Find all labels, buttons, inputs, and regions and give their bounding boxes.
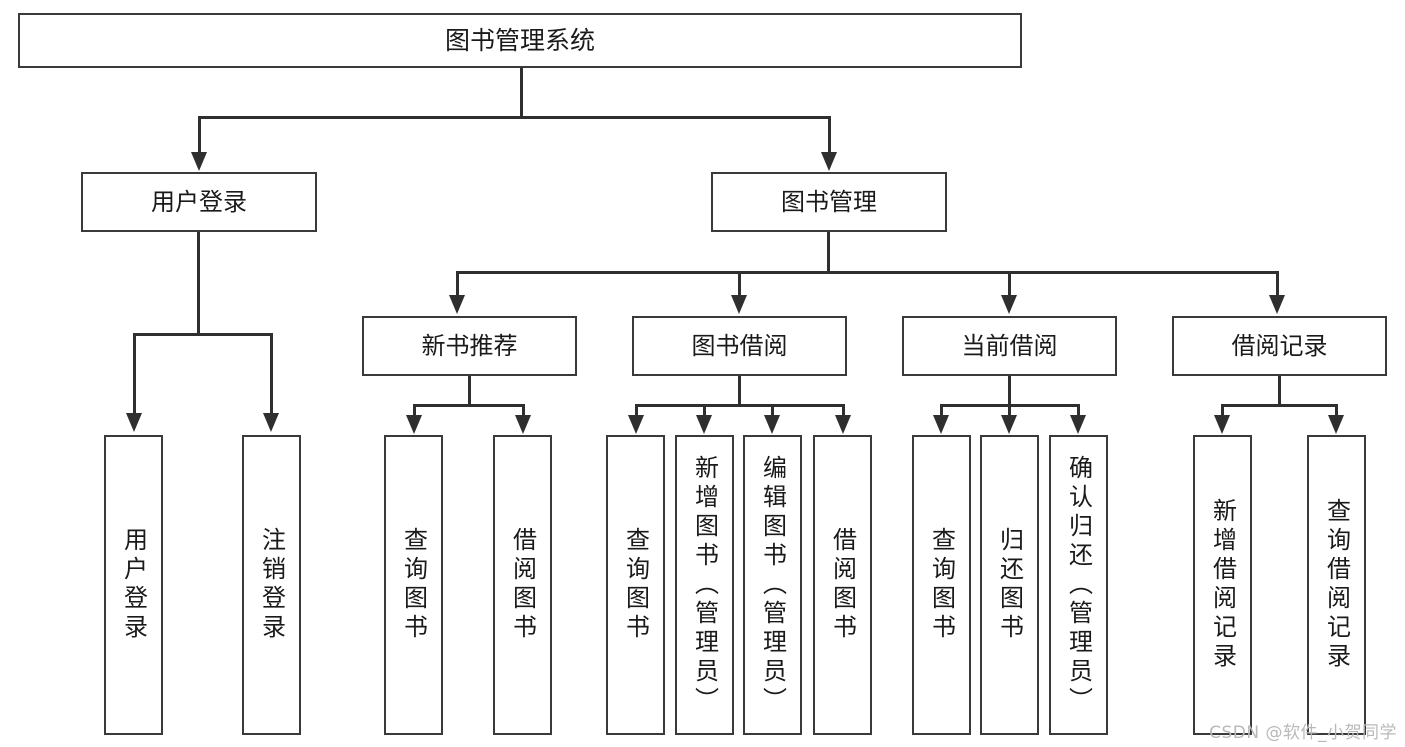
connector-new-book-leaf-2 [522,404,525,418]
arrowhead-book-borrow-leaf-3 [764,415,780,434]
connector-bm-to-new-book [456,271,459,297]
node-label: 图书管理 [781,188,877,216]
arrowhead-bm-book-borrow [731,295,747,314]
node-current-borrow[interactable]: 当前借阅 [902,316,1117,376]
leaf-label: 注销登录 [257,527,286,643]
arrowhead-bm-new-book [449,295,465,314]
leaf-label: 查询图书 [621,527,650,643]
connector-root-bus [199,116,831,119]
connector-root-to-book-management [828,116,831,154]
arrowhead-new-book-leaf-1 [406,415,422,434]
connector-book-management-bus [457,271,1279,274]
connector-bm-to-current-borrow [1008,271,1011,297]
node-book-borrow[interactable]: 图书借阅 [632,316,847,376]
node-label: 当前借阅 [961,332,1058,360]
leaf-label: 编辑图书（管理员） [758,454,787,716]
connector-bm-to-book-borrow [738,271,741,297]
connector-new-book-leaf-1 [413,404,416,418]
connector-borrow-record-leaf-2 [1335,404,1338,418]
leaf-label: 查询图书 [927,527,956,643]
arrowhead-book-borrow-leaf-2 [696,415,712,434]
node-label: 用户登录 [151,188,247,216]
node-label: 图书管理系统 [444,26,595,55]
leaf-current-borrow-confirm-return[interactable]: 确认归还（管理员） [1049,435,1108,735]
leaf-label: 借阅图书 [828,527,857,643]
connector-current-borrow-leaf-3 [1077,404,1080,418]
connector-bm-to-borrow-record [1276,271,1279,297]
arrowhead-current-borrow-leaf-3 [1070,415,1086,434]
leaf-label: 新增借阅记录 [1208,498,1237,672]
csdn-watermark: CSDN @软件_小贺同学 [1209,723,1397,743]
connector-user-login-to-leaf-2 [270,333,273,415]
arrowhead-root-to-user-login [191,152,207,171]
connector-current-borrow-leaf-1 [940,404,943,418]
connector-current-borrow-leaf-2 [1008,404,1011,418]
node-label: 图书借阅 [691,332,788,360]
leaf-borrow-record-query-record[interactable]: 查询借阅记录 [1307,435,1366,735]
arrowhead-bm-current-borrow [1001,295,1017,314]
connector-new-book-stem [468,376,471,406]
node-label: 借阅记录 [1231,332,1328,360]
connector-book-borrow-stem [738,376,741,406]
leaf-book-borrow-edit-book[interactable]: 编辑图书（管理员） [743,435,802,735]
connector-user-login-bus [134,333,273,336]
connector-user-login-stem [197,232,200,336]
node-book-management[interactable]: 图书管理 [711,172,947,232]
leaf-label: 用户登录 [119,527,148,643]
leaf-user-login-login[interactable]: 用户登录 [104,435,163,735]
connector-borrow-record-stem [1278,376,1281,406]
arrowhead-current-borrow-leaf-2 [1001,415,1017,434]
leaf-label: 借阅图书 [508,527,537,643]
arrowhead-borrow-record-leaf-2 [1328,415,1344,434]
leaf-borrow-record-add-record[interactable]: 新增借阅记录 [1193,435,1252,735]
connector-borrow-record-bus [1222,404,1338,407]
arrowhead-new-book-leaf-2 [515,415,531,434]
leaf-label: 查询图书 [399,527,428,643]
connector-root-stem [520,68,523,119]
connector-book-borrow-leaf-1 [635,404,638,418]
leaf-new-book-query-book[interactable]: 查询图书 [384,435,443,735]
leaf-current-borrow-return-book[interactable]: 归还图书 [980,435,1039,735]
leaf-book-borrow-add-book[interactable]: 新增图书（管理员） [675,435,734,735]
arrowhead-root-to-book-management [821,152,837,171]
connector-book-borrow-leaf-4 [842,404,845,418]
connector-book-borrow-leaf-2 [703,404,706,418]
leaf-label: 确认归还（管理员） [1064,454,1093,716]
node-root-book-management-system[interactable]: 图书管理系统 [18,13,1022,68]
connector-book-borrow-bus [636,404,845,407]
leaf-new-book-borrow-book[interactable]: 借阅图书 [493,435,552,735]
arrowhead-book-borrow-leaf-4 [835,415,851,434]
arrowhead-user-login-leaf-2 [263,413,279,432]
leaf-book-borrow-query-book[interactable]: 查询图书 [606,435,665,735]
connector-book-borrow-leaf-3 [771,404,774,418]
leaf-label: 新增图书（管理员） [690,454,719,716]
leaf-label: 归还图书 [995,527,1024,643]
arrowhead-borrow-record-leaf-1 [1214,415,1230,434]
node-new-book-recommend[interactable]: 新书推荐 [362,316,577,376]
arrowhead-book-borrow-leaf-1 [628,415,644,434]
connector-root-to-user-login [198,116,201,154]
arrowhead-bm-borrow-record [1269,295,1285,314]
connector-current-borrow-stem [1008,376,1011,406]
connector-book-management-stem [827,232,830,274]
arrowhead-current-borrow-leaf-1 [933,415,949,434]
connector-new-book-bus [414,404,525,407]
leaf-user-login-logout[interactable]: 注销登录 [242,435,301,735]
leaf-label: 查询借阅记录 [1322,498,1351,672]
node-label: 新书推荐 [421,332,518,360]
leaf-book-borrow-borrow-book[interactable]: 借阅图书 [813,435,872,735]
arrowhead-user-login-leaf-1 [126,413,142,432]
node-borrow-record[interactable]: 借阅记录 [1172,316,1387,376]
node-user-login[interactable]: 用户登录 [81,172,317,232]
connector-user-login-to-leaf-1 [133,333,136,415]
leaf-current-borrow-query-book[interactable]: 查询图书 [912,435,971,735]
connector-borrow-record-leaf-1 [1221,404,1224,418]
